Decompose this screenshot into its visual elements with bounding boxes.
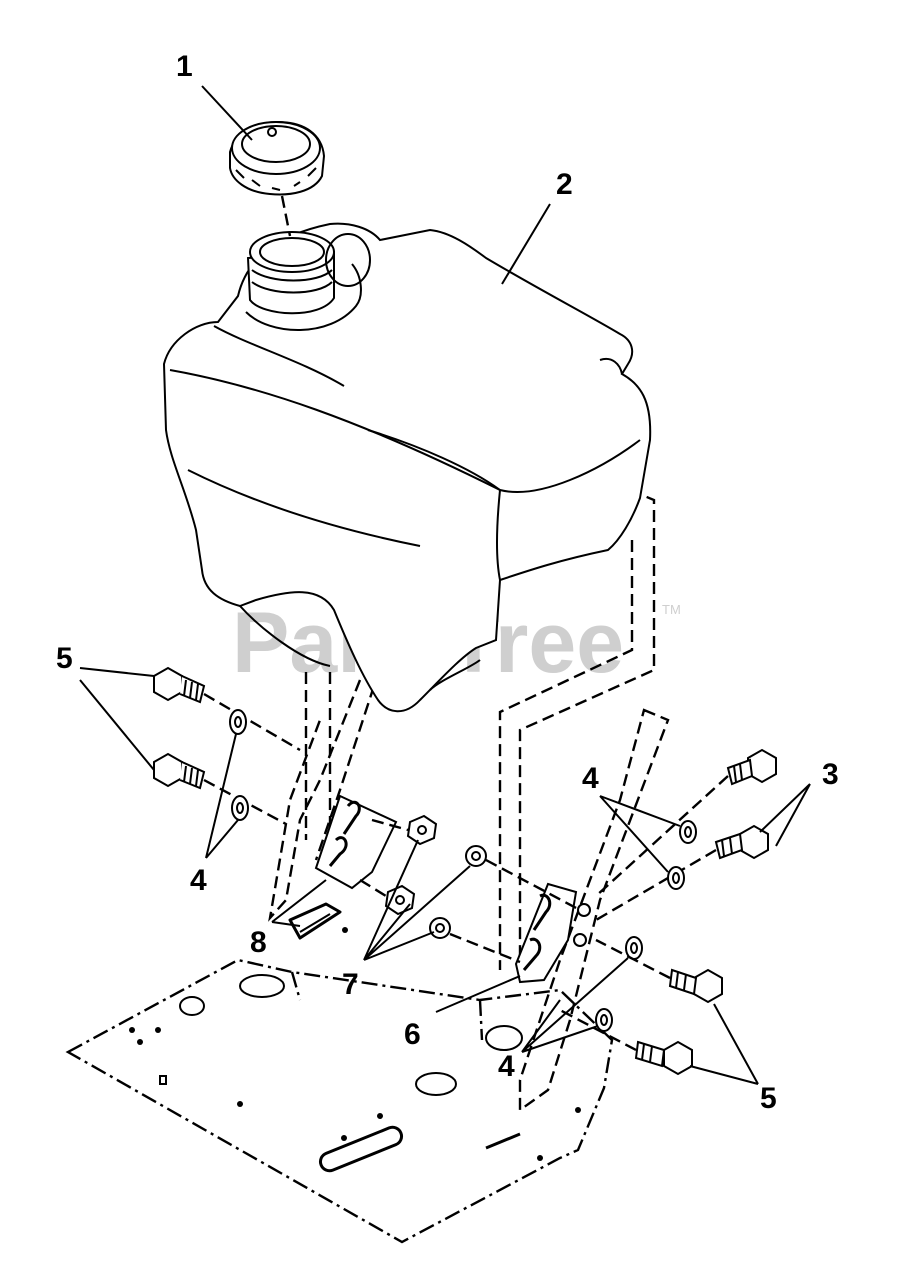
right-bracket — [514, 882, 591, 984]
left-frame-dashed — [268, 672, 376, 922]
right-lower-bolt-lines — [559, 938, 671, 1052]
cap-alignment-line — [280, 195, 292, 237]
bolt-right-lower — [714, 824, 769, 860]
base-plate — [65, 927, 614, 1244]
callout-6: 6 — [404, 1018, 421, 1051]
callout-3: 3 — [822, 758, 839, 791]
callout-4-right-upper: 4 — [582, 762, 599, 795]
washer-right-middle — [667, 866, 685, 890]
fuel-cap — [229, 120, 326, 196]
callout-2: 2 — [556, 168, 573, 201]
bolt-left-lower — [153, 752, 206, 790]
watermark-trademark: TM — [662, 602, 681, 617]
right-frame-dashed — [498, 488, 670, 1113]
bolt-right-lower-b — [634, 1040, 693, 1076]
callout-8: 8 — [250, 926, 267, 959]
center-washer-lines — [449, 858, 581, 964]
leader-lines — [79, 85, 811, 1085]
callout-7: 7 — [342, 968, 359, 1001]
washer-center-upper — [465, 845, 487, 867]
bolt-left-upper — [153, 666, 206, 704]
washer-right-lower-b — [595, 1008, 613, 1032]
nut-left-upper — [406, 814, 438, 846]
left-nut-lines — [359, 818, 409, 898]
bolt-right-upper — [726, 748, 777, 786]
callout-1: 1 — [176, 50, 193, 83]
washer-left-lower — [231, 795, 249, 821]
bolt-right-lower-a — [668, 968, 723, 1004]
washer-center-lower — [429, 917, 451, 939]
callout-5-right: 5 — [760, 1082, 777, 1115]
right-upper-bolt-lines — [595, 775, 729, 922]
callout-4-left: 4 — [190, 864, 207, 897]
callout-5-left: 5 — [56, 642, 73, 675]
callout-4-right-lower: 4 — [498, 1050, 515, 1083]
washer-right-upper — [679, 820, 697, 844]
fuel-tank — [162, 222, 652, 713]
washer-left-upper — [229, 709, 247, 735]
